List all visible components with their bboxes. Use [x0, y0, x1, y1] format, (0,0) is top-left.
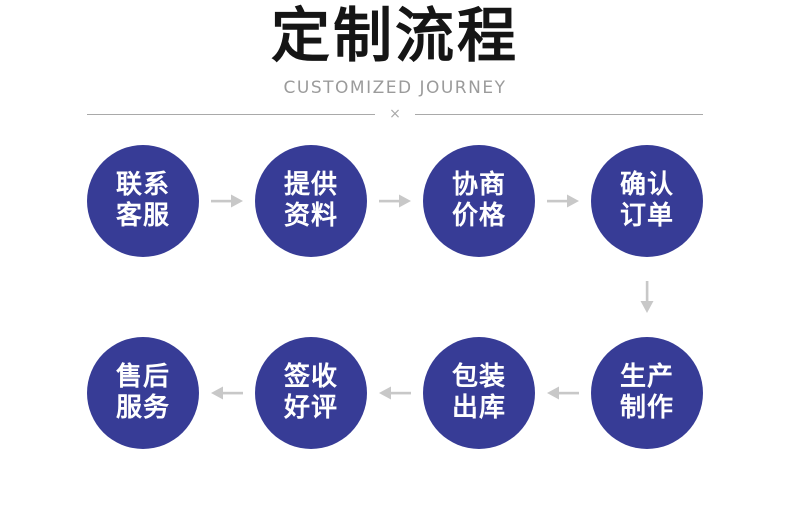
flow-connector-row — [87, 257, 703, 337]
arrow-right-icon — [535, 193, 591, 209]
step-label-line1: 签收 — [283, 362, 338, 392]
x-divider-icon: × — [389, 106, 401, 122]
step-production: 生产 制作 — [591, 337, 703, 449]
divider-line-right — [414, 113, 704, 115]
arrow-left-icon — [535, 385, 591, 401]
arrow-right-icon — [367, 193, 423, 209]
step-confirm-order: 确认 订单 — [591, 145, 703, 257]
step-label-line1: 提供 — [283, 170, 338, 200]
step-label-line1: 包装 — [451, 362, 506, 392]
arrow-down-icon — [591, 281, 703, 313]
step-label-line2: 好评 — [283, 393, 338, 423]
step-packaging-shipment: 包装 出库 — [423, 337, 535, 449]
step-label-line1: 协商 — [451, 170, 506, 200]
step-label-line1: 联系 — [115, 170, 170, 200]
step-label-line2: 服务 — [115, 393, 170, 423]
step-label-line2: 制作 — [619, 393, 674, 423]
divider-line-left — [87, 113, 376, 115]
step-contact-service: 联系 客服 — [87, 145, 199, 257]
divider: × — [87, 106, 704, 122]
header: 定制流程 CUSTOMIZED JOURNEY × — [0, 0, 790, 121]
step-label-line2: 出库 — [451, 393, 506, 423]
step-label-line2: 价格 — [451, 201, 506, 231]
step-label-line2: 资料 — [283, 201, 338, 231]
step-label-line1: 生产 — [619, 362, 674, 392]
step-label-line2: 订单 — [619, 201, 674, 231]
arrow-right-icon — [199, 193, 255, 209]
step-label-line2: 客服 — [115, 201, 170, 231]
flow-row-top: 联系 客服 提供 资料 协商 价格 确认 订单 — [87, 145, 703, 257]
step-after-sales-service: 售后 服务 — [87, 337, 199, 449]
step-negotiate-price: 协商 价格 — [423, 145, 535, 257]
arrow-left-icon — [199, 385, 255, 401]
flow-row-bottom: 售后 服务 签收 好评 包装 出库 生产 制作 — [87, 337, 703, 449]
page-title: 定制流程 — [270, 1, 519, 70]
step-provide-materials: 提供 资料 — [255, 145, 367, 257]
step-sign-and-review: 签收 好评 — [255, 337, 367, 449]
arrow-left-icon — [367, 385, 423, 401]
step-label-line1: 确认 — [619, 170, 674, 200]
step-label-line1: 售后 — [115, 362, 170, 392]
page-subtitle: CUSTOMIZED JOURNEY — [283, 78, 507, 98]
